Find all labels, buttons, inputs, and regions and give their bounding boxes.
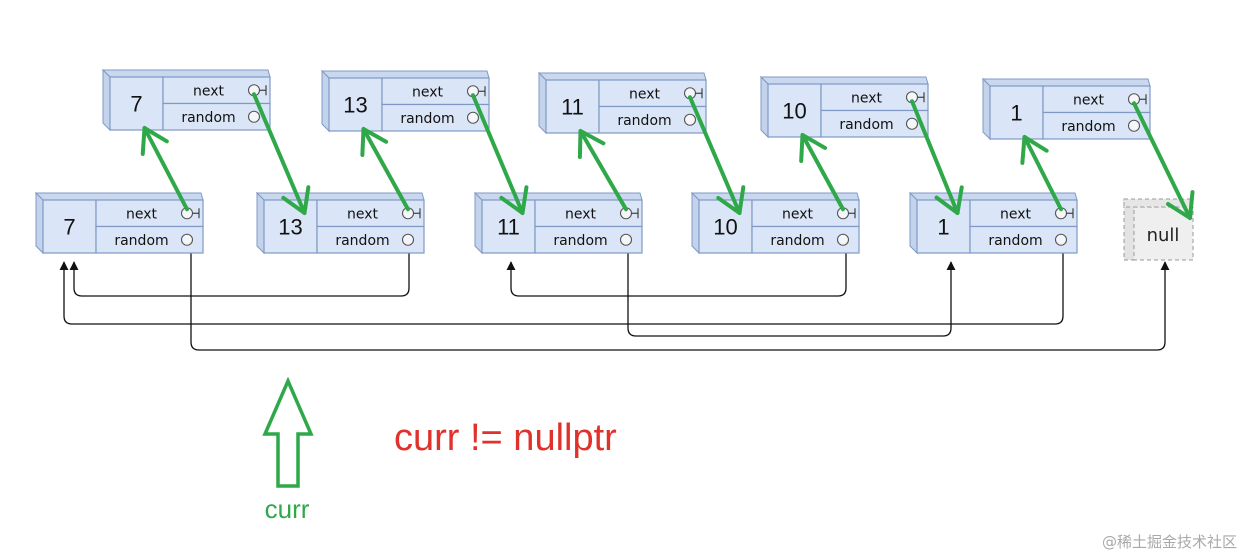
- random-field-label: random: [114, 233, 168, 249]
- next-field-label: next: [851, 90, 883, 106]
- random-pointer-dot: [905, 117, 919, 130]
- next-field-label: next: [412, 84, 444, 100]
- random-pointer-lines: [59, 247, 1170, 351]
- node-value: 1: [937, 215, 949, 240]
- random-line-10-to-11: [506, 247, 847, 297]
- arrow-copy-to-next-2: [688, 95, 746, 215]
- random-line-13-to-7: [69, 247, 410, 297]
- arrow-original-to-copy-0: [140, 126, 189, 212]
- watermark: @稀土掘金技术社区: [1102, 533, 1237, 551]
- null-node: null: [1123, 198, 1194, 261]
- random-pointer-dot: [836, 233, 850, 246]
- next-field-label: next: [565, 206, 597, 222]
- node-value: 1: [1010, 101, 1022, 126]
- next-field-label: next: [1073, 92, 1105, 108]
- original-node-7: 7 next random: [34, 191, 204, 255]
- random-field-label: random: [553, 233, 607, 249]
- random-pointer-dot: [247, 110, 261, 123]
- copied-node-1: 1 next random: [981, 77, 1151, 141]
- node-value: 11: [497, 215, 520, 240]
- arrow-original-to-copy-2: [577, 129, 628, 212]
- random-field-label: random: [839, 117, 893, 133]
- original-node-13: 13 next random: [255, 191, 425, 255]
- random-field-label: random: [400, 111, 454, 127]
- random-pointer-dot: [180, 233, 194, 246]
- original-node-11: 11 next random: [473, 191, 643, 255]
- node-value: 13: [343, 93, 367, 118]
- next-field-label: next: [1000, 206, 1032, 222]
- curr-label: curr: [265, 494, 310, 524]
- random-line-7-to-null: [190, 247, 1170, 351]
- random-pointer-dot: [683, 113, 697, 126]
- arrow-copy-to-next-0: [252, 92, 311, 215]
- random-pointer-dot: [466, 111, 480, 124]
- next-pointer-arrows: [140, 92, 1195, 220]
- null-label: null: [1147, 225, 1180, 246]
- copied-node-13: 13 next random: [320, 69, 490, 133]
- arrow-original-to-copy-3: [799, 133, 845, 212]
- random-field-label: random: [617, 113, 671, 129]
- random-pointer-dot: [1054, 233, 1068, 246]
- next-field-label: next: [782, 206, 814, 222]
- arrow-copy-to-next-1: [471, 93, 529, 215]
- arrow-original-to-copy-4: [1020, 135, 1063, 212]
- copied-node-7: 7 next random: [101, 68, 271, 132]
- next-field-label: next: [629, 86, 661, 102]
- copied-node-11: 11 next random: [537, 71, 707, 135]
- random-pointer-dot: [401, 233, 415, 246]
- random-field-label: random: [770, 233, 824, 249]
- next-field-label: next: [193, 83, 225, 99]
- random-pointer-dot: [619, 233, 633, 246]
- next-field-label: next: [347, 206, 379, 222]
- arrow-copy-to-next-3: [910, 99, 964, 215]
- next-field-label: next: [126, 206, 158, 222]
- node-value: 7: [63, 215, 75, 240]
- node-value: 10: [713, 215, 737, 240]
- random-field-label: random: [335, 233, 389, 249]
- original-node-10: 10 next random: [690, 191, 860, 255]
- random-field-label: random: [181, 110, 235, 126]
- arrow-copy-to-next-4: [1132, 101, 1195, 220]
- node-value: 13: [278, 215, 302, 240]
- random-field-label: random: [988, 233, 1042, 249]
- node-value: 7: [130, 92, 142, 117]
- original-node-1: 1 next random: [908, 191, 1078, 255]
- random-field-label: random: [1061, 119, 1115, 135]
- node-value: 11: [561, 95, 584, 120]
- random-pointer-dot: [1127, 119, 1141, 132]
- random-line-1-to-7: [59, 247, 1064, 325]
- node-value: 10: [782, 99, 806, 124]
- loop-condition: curr != nullptr: [394, 417, 617, 459]
- arrow-original-to-copy-1: [360, 127, 410, 212]
- curr-pointer-arrow: [262, 376, 314, 488]
- copied-node-10: 10 next random: [759, 75, 929, 139]
- random-line-11-to-1: [627, 247, 956, 337]
